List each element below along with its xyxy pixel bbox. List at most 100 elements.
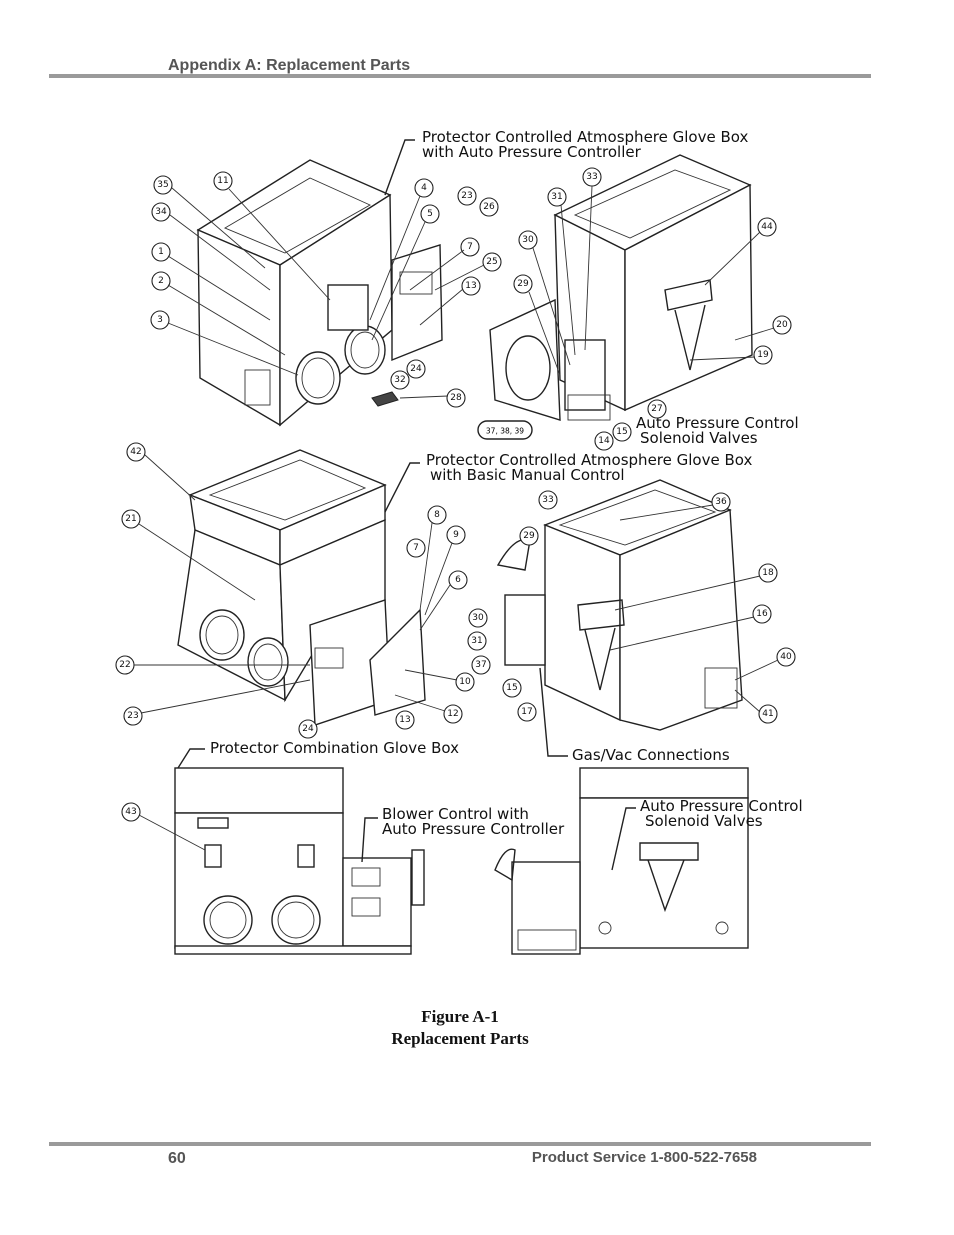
svg-text:31: 31: [471, 636, 482, 646]
svg-text:41: 41: [762, 709, 773, 719]
callout-21: 21: [121, 509, 141, 529]
svg-text:33: 33: [542, 495, 553, 505]
svg-text:29: 29: [517, 279, 529, 289]
callout-7b: 7: [406, 538, 426, 558]
callout-18: 18: [758, 563, 778, 583]
callout-41: 41: [758, 704, 778, 724]
svg-text:14: 14: [598, 436, 610, 446]
svg-text:32: 32: [394, 375, 405, 385]
callout-7: 7: [460, 237, 480, 257]
svg-text:30: 30: [472, 613, 484, 623]
svg-text:23: 23: [461, 191, 472, 201]
svg-text:22: 22: [119, 660, 130, 670]
svg-text:16: 16: [756, 609, 768, 619]
solenoid-top-label-1: Auto Pressure Control: [636, 414, 799, 432]
svg-text:13: 13: [399, 715, 410, 725]
callout-4: 4: [414, 178, 434, 198]
svg-text:13: 13: [465, 281, 476, 291]
svg-text:35: 35: [157, 180, 168, 190]
gasvac-label: Gas/Vac Connections: [572, 746, 730, 764]
callout-13: 13: [461, 276, 481, 296]
callout-29b: 29: [519, 526, 539, 546]
svg-text:18: 18: [762, 568, 774, 578]
svg-text:15: 15: [616, 427, 627, 437]
callout-27: 27: [647, 399, 667, 419]
callout-34: 34: [151, 202, 171, 222]
callout-13b: 13: [395, 710, 415, 730]
page-header-title: Appendix A: Replacement Parts: [168, 57, 411, 74]
callout-19: 19: [753, 345, 773, 365]
svg-text:20: 20: [776, 320, 788, 330]
svg-text:7: 7: [413, 543, 419, 553]
callout-1: 1: [151, 242, 171, 262]
callout-33: 33: [582, 167, 602, 187]
part-group-37-38-39: 37, 38, 39: [477, 420, 533, 440]
svg-text:23: 23: [127, 711, 138, 721]
callout-26: 26: [479, 197, 499, 217]
svg-text:30: 30: [522, 235, 534, 245]
callout-29: 29: [513, 274, 533, 294]
callout-31b: 31: [467, 631, 487, 651]
blower-label-1: Blower Control with: [382, 805, 529, 823]
callout-16: 16: [752, 604, 772, 624]
svg-text:4: 4: [421, 183, 427, 193]
callout-17: 17: [517, 702, 537, 722]
callout-40: 40: [776, 647, 796, 667]
svg-text:19: 19: [757, 350, 769, 360]
svg-text:25: 25: [486, 257, 497, 267]
glove-box-manual-rear-view: [496, 479, 743, 731]
callout-15: 15: [612, 422, 632, 442]
callout-9: 9: [446, 525, 466, 545]
manual-box-label-2: with Basic Manual Control: [430, 466, 625, 484]
svg-text:37: 37: [475, 660, 486, 670]
glove-box-combination-rear-view: [494, 767, 749, 955]
figure-title: Replacement Parts: [391, 1029, 529, 1048]
callout-5: 5: [420, 204, 440, 224]
svg-text:8: 8: [434, 510, 440, 520]
svg-text:26: 26: [483, 202, 495, 212]
callout-33b: 33: [538, 490, 558, 510]
glove-box-manual-front-view: [177, 449, 426, 726]
svg-text:34: 34: [155, 207, 167, 217]
callout-3: 3: [150, 310, 170, 330]
svg-text:28: 28: [450, 393, 462, 403]
callout-30: 30: [518, 230, 538, 250]
blower-label-2: Auto Pressure Controller: [382, 820, 565, 838]
leader-lines: [134, 185, 779, 851]
figure-number: Figure A-1: [421, 1007, 499, 1026]
callout-28: 28: [446, 388, 466, 408]
svg-text:33: 33: [586, 172, 597, 182]
callout-10: 10: [455, 672, 475, 692]
page-number: 60: [168, 1150, 186, 1167]
callout-6: 6: [448, 570, 468, 590]
svg-text:11: 11: [217, 176, 228, 186]
solenoid-bot-label-1: Auto Pressure Control: [640, 797, 803, 815]
solenoid-top-label-2: Solenoid Valves: [640, 429, 758, 447]
callout-37: 37: [471, 655, 491, 675]
callout-23: 23: [457, 186, 477, 206]
svg-text:44: 44: [761, 222, 773, 232]
svg-text:17: 17: [521, 707, 532, 717]
svg-text:1: 1: [158, 247, 164, 257]
svg-text:36: 36: [715, 497, 727, 507]
header-rule: [49, 74, 871, 78]
svg-text:15: 15: [506, 683, 517, 693]
svg-text:27: 27: [651, 404, 662, 414]
callout-22: 22: [115, 655, 135, 675]
footer-rule: [49, 1142, 871, 1146]
callout-31: 31: [547, 187, 567, 207]
callout-44: 44: [757, 217, 777, 237]
svg-text:37, 38, 39: 37, 38, 39: [486, 427, 524, 436]
callout-15b: 15: [502, 678, 522, 698]
manual-box-label-1: Protector Controlled Atmosphere Glove Bo…: [426, 451, 752, 469]
callout-23b: 23: [123, 706, 143, 726]
svg-text:40: 40: [780, 652, 792, 662]
callout-43: 43: [121, 802, 141, 822]
callout-2: 2: [151, 271, 171, 291]
callout-24b: 24: [298, 719, 318, 739]
svg-text:43: 43: [125, 807, 136, 817]
svg-text:12: 12: [447, 709, 458, 719]
callout-35: 35: [153, 175, 173, 195]
svg-text:9: 9: [453, 530, 459, 540]
